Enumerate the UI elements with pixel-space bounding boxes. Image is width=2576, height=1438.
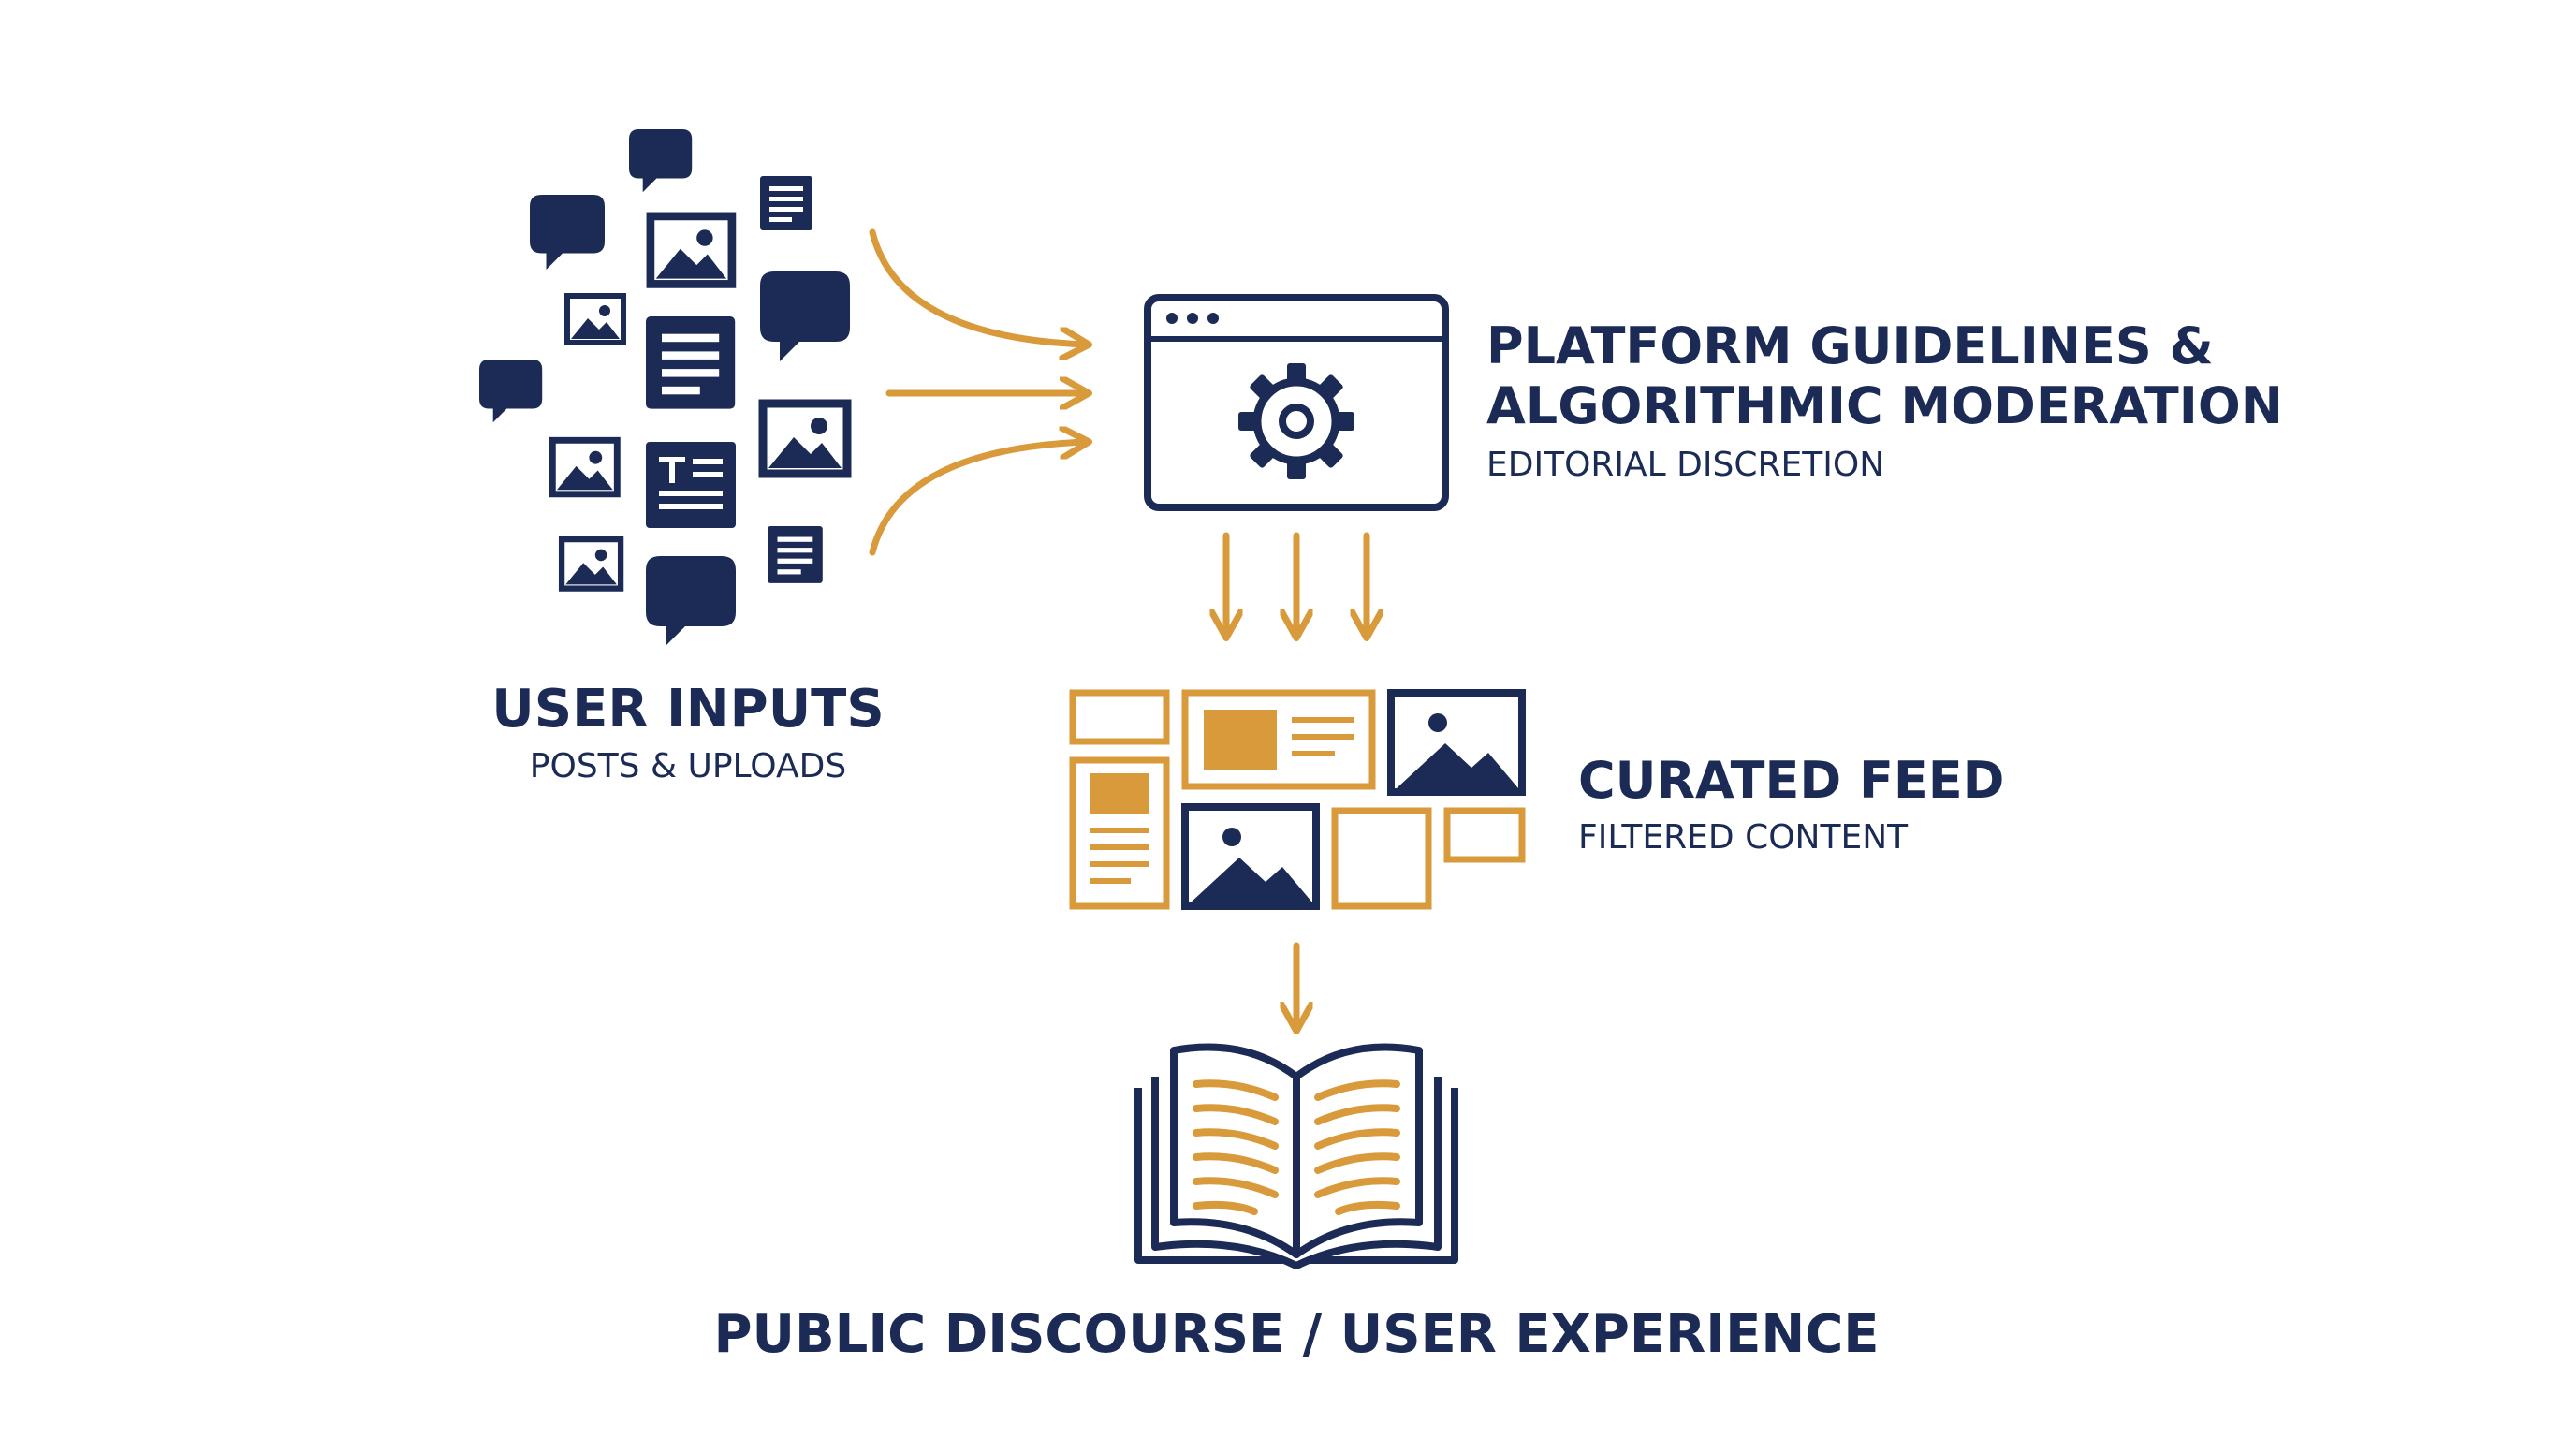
user-inputs-title: USER INPUTS <box>491 679 884 740</box>
content-grid-icon <box>1069 689 1526 910</box>
user-inputs-subtitle: POSTS & UPLOADS <box>530 747 846 785</box>
speech-bubble-icon <box>530 195 605 270</box>
feed-tile <box>1331 807 1432 910</box>
image-icon <box>1181 803 1320 910</box>
book-text-lines <box>1193 1079 1400 1215</box>
image-icon <box>567 296 623 343</box>
feed-tile <box>1443 807 1526 863</box>
image-icon <box>1387 689 1526 796</box>
text-document-icon <box>646 442 736 528</box>
open-book-icon <box>1134 1043 1458 1269</box>
curved-arrow-bottom <box>869 442 1086 556</box>
feed-tile <box>1181 689 1376 790</box>
document-icon <box>768 526 823 583</box>
image-icon <box>763 404 847 474</box>
feed-tile <box>1069 756 1170 910</box>
down-arrows <box>1226 532 1367 635</box>
image-icon <box>651 216 732 285</box>
feed-title: CURATED FEED <box>1578 751 2005 810</box>
moderation-subtitle: EDITORIAL DISCRETION <box>1486 446 1884 484</box>
input-arrows <box>869 228 1086 556</box>
speech-bubble-icon <box>479 360 543 423</box>
document-icon <box>646 316 736 409</box>
gear-icon <box>1238 363 1354 479</box>
curved-arrow-top <box>869 228 1086 345</box>
document-icon <box>760 176 812 230</box>
image-icon <box>562 539 621 589</box>
moderation-title-line1: PLATFORM GUIDELINES & <box>1486 316 2214 375</box>
speech-bubble-icon <box>760 271 850 361</box>
browser-gear-icon <box>1144 294 1449 511</box>
user-inputs-cluster <box>479 129 850 646</box>
outcome-title: PUBLIC DISCOURSE / USER EXPERIENCE <box>713 1304 1879 1365</box>
feed-tile <box>1069 689 1170 745</box>
speech-bubble-icon <box>646 556 736 646</box>
feed-subtitle: FILTERED CONTENT <box>1578 818 1909 857</box>
image-icon <box>552 440 617 494</box>
moderation-title-line2: ALGORITHMIC MODERATION <box>1486 376 2283 435</box>
speech-bubble-icon <box>629 129 693 193</box>
